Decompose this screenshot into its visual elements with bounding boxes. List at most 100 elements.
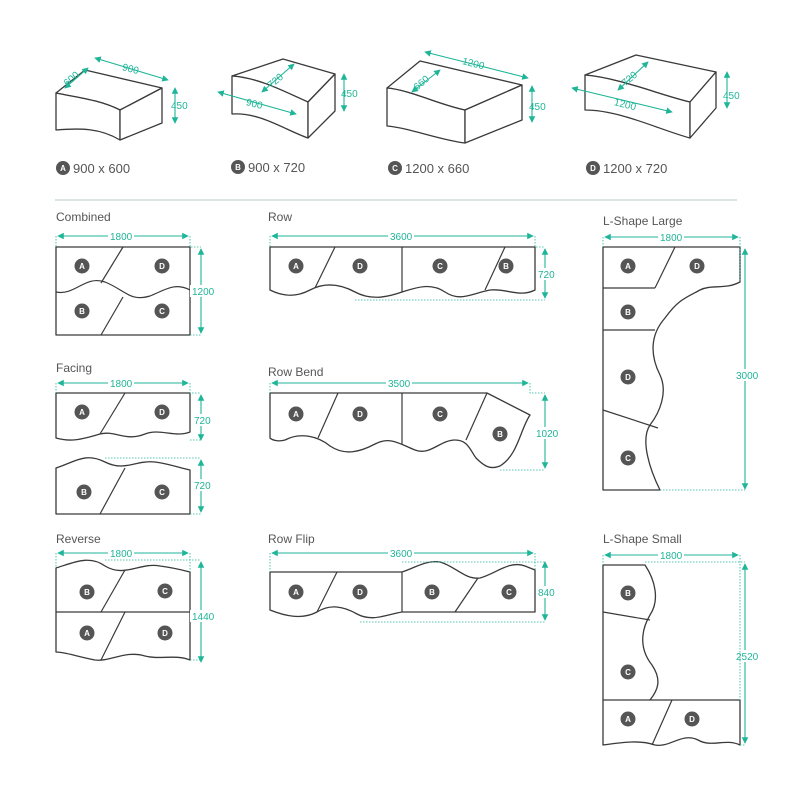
dim-width: 1800: [110, 232, 133, 243]
dim-depth: 1200: [192, 287, 215, 298]
dim-width: 1200: [461, 56, 486, 72]
badge-c-circle: [432, 406, 448, 422]
badge-c: C: [437, 410, 443, 419]
badge-a-circle: [288, 258, 304, 274]
badge-d: D: [694, 262, 700, 271]
badge-b-circle: [620, 585, 636, 601]
badge-a: A: [293, 262, 299, 271]
badge-c: C: [162, 587, 168, 596]
dim-width: 1800: [660, 551, 683, 562]
dim-depth: 1440: [192, 612, 215, 623]
badge-d: D: [625, 373, 631, 382]
badge-a-circle: [620, 711, 636, 727]
layout-l-shape-small: L-Shape Small 1800 2520: [602, 532, 760, 746]
badge-b: B: [429, 588, 435, 597]
dim-height: 450: [171, 101, 188, 112]
dim-depth: 720: [538, 270, 555, 281]
module-a: 600 900 450: [55, 56, 188, 141]
badge-b-circle: [74, 303, 90, 319]
badge-a: A: [625, 715, 631, 724]
dim-width: 3600: [390, 549, 413, 560]
dim-height: 450: [723, 91, 740, 102]
dim-depth: 720: [194, 416, 211, 427]
layout-title: Row Flip: [268, 532, 315, 546]
badge-d-circle: [352, 258, 368, 274]
badge-c: C: [625, 668, 631, 677]
caption-d: 1200 x 720: [603, 161, 667, 176]
dim-width: 1800: [110, 549, 133, 560]
badge-b-circle: [424, 584, 440, 600]
badge-d-circle: [352, 584, 368, 600]
badge-c: C: [506, 588, 512, 597]
badge-b: B: [79, 307, 85, 316]
badge-a: A: [60, 164, 66, 173]
badge-c: C: [392, 164, 398, 173]
dim-width: 1800: [110, 379, 133, 390]
badge-a-circle: [74, 404, 90, 420]
dim-width: 900: [121, 62, 140, 77]
layout-title: Facing: [56, 361, 92, 375]
badge-b-circle: [498, 258, 514, 274]
badge-d-circle: [154, 258, 170, 274]
dim-depth: 720: [194, 481, 211, 492]
badge-c-circle: [154, 484, 170, 500]
layout-row-flip: Row Flip 3600 840: [268, 532, 558, 623]
badge-d-circle: [352, 406, 368, 422]
caption-a: 900 x 600: [73, 161, 130, 176]
badge-c-circle: [620, 450, 636, 466]
dim-depth: 2520: [736, 652, 759, 663]
caption-c: 1200 x 660: [405, 161, 469, 176]
layout-title: L-Shape Small: [603, 532, 682, 546]
layout-title: Row: [268, 210, 292, 224]
badge-a-circle: [288, 406, 304, 422]
module-d: 720 1200 450: [571, 54, 740, 139]
badge-d: D: [689, 715, 695, 724]
dim-width: 900: [245, 97, 264, 112]
badge-c: C: [625, 454, 631, 463]
module-c: 660 1200 450: [386, 50, 546, 144]
badge-b-circle: [79, 584, 95, 600]
badge-b-circle: [492, 426, 508, 442]
dim-width: 1800: [660, 233, 683, 244]
layout-title: Combined: [56, 210, 111, 224]
badge-d: D: [162, 629, 168, 638]
dim-width: 1200: [613, 97, 638, 113]
dim-width: 3500: [388, 379, 411, 390]
badge-a-circle: [288, 584, 304, 600]
badge-b: B: [84, 588, 90, 597]
badge-c: C: [437, 262, 443, 271]
badge-d: D: [357, 410, 363, 419]
badge-d-circle: [157, 625, 173, 641]
badge-a: A: [625, 262, 631, 271]
dim-depth: 3000: [736, 371, 759, 382]
layout-title: Reverse: [56, 532, 101, 546]
badge-b-circle: [620, 304, 636, 320]
badge-d: D: [159, 262, 165, 271]
badge-c-circle: [620, 664, 636, 680]
badge-d-circle: [689, 258, 705, 274]
badge-d-circle: [154, 404, 170, 420]
badge-d-circle: [620, 369, 636, 385]
layout-l-shape-large: L-Shape Large 1800 3000: [602, 214, 760, 491]
badge-c-circle: [157, 583, 173, 599]
badge-b: B: [235, 163, 241, 172]
badge-b: B: [497, 430, 503, 439]
badge-b: B: [81, 488, 87, 497]
badge-c-circle: [501, 584, 517, 600]
badge-d: D: [357, 588, 363, 597]
layout-row-bend: Row Bend 3500 1020: [268, 365, 560, 471]
badge-c-circle: [432, 258, 448, 274]
badge-a: A: [79, 262, 85, 271]
badge-d: D: [590, 164, 596, 173]
badge-a: A: [79, 408, 85, 417]
badge-b-circle: [76, 484, 92, 500]
layout-title: Row Bend: [268, 365, 323, 379]
badge-c: C: [159, 488, 165, 497]
dim-depth: 840: [538, 588, 555, 599]
caption-b: 900 x 720: [248, 160, 305, 175]
module-captions: A 900 x 600 B 900 x 720 C 1200 x 660 D 1…: [56, 160, 667, 176]
badge-d-circle: [684, 711, 700, 727]
badge-a: A: [84, 629, 90, 638]
badge-b: B: [625, 589, 631, 598]
